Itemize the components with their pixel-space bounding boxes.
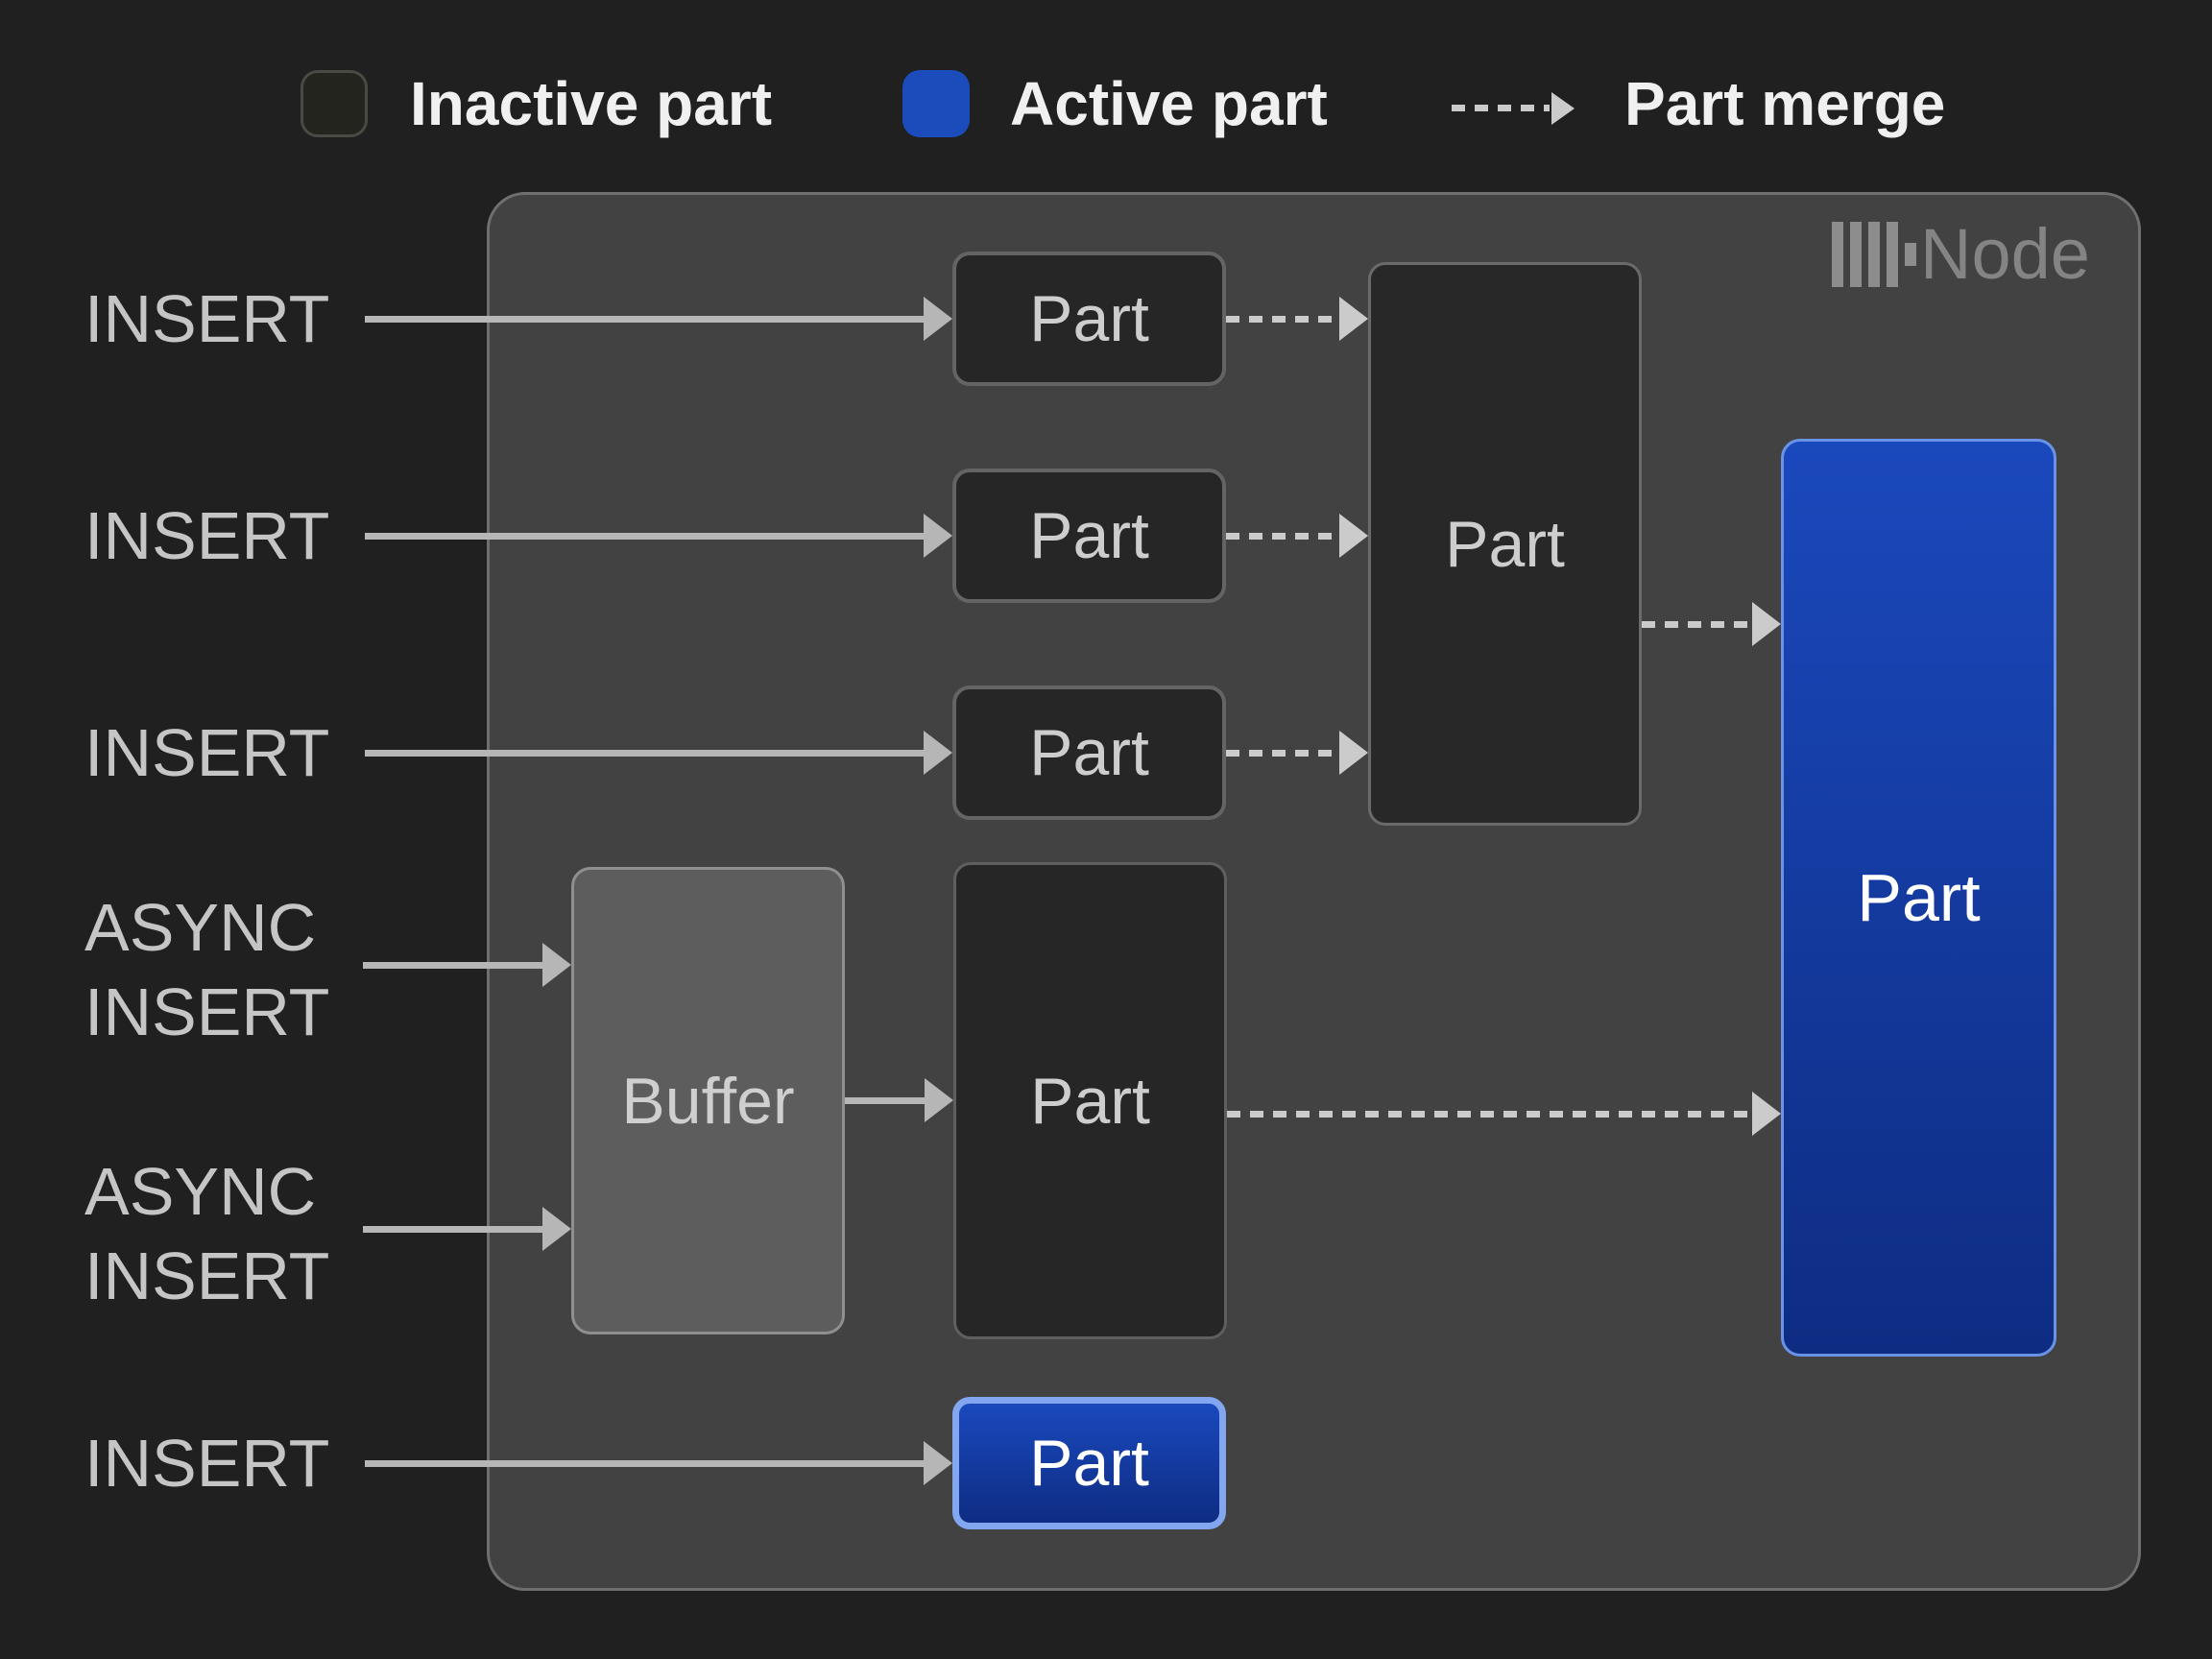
insert-arrow-4-head — [924, 1441, 952, 1485]
inactive-part-box-1: Part — [952, 252, 1226, 386]
insert-arrow-3 — [365, 750, 924, 757]
part-box-label: Part — [1445, 507, 1565, 581]
buffer-to-part-arrow — [845, 1097, 925, 1104]
insert-label-3: INSERT — [84, 715, 330, 790]
buffered-part-merge-arrow-head — [1752, 1092, 1781, 1136]
logo-bar — [1850, 222, 1862, 287]
merged-part-box: Part — [1368, 262, 1642, 826]
insert-arrow-4 — [365, 1460, 924, 1467]
merge-to-active-arrow-head — [1752, 602, 1781, 646]
legend-active-label: Active part — [1010, 69, 1328, 138]
part-box-label: Part — [1029, 1427, 1149, 1500]
buffer-box-label: Buffer — [621, 1064, 795, 1138]
inactive-part-box-3: Part — [952, 685, 1226, 820]
part-box-label: Part — [1030, 1064, 1150, 1138]
node-title: Node — [1920, 214, 2090, 294]
part-box-label: Part — [1029, 716, 1149, 789]
legend-inactive-label: Inactive part — [410, 69, 773, 138]
logo-bar — [1868, 222, 1880, 287]
buffer-to-part-arrow-head — [925, 1078, 953, 1122]
logo-bar-short — [1905, 243, 1916, 266]
insert-arrow-1 — [365, 316, 924, 323]
insert-label-2: INSERT — [84, 498, 330, 573]
inactive-part-box-2: Part — [952, 469, 1226, 603]
async-insert-label-1: ASYNC INSERT — [84, 890, 330, 1049]
dashed-arrow-head-icon — [1551, 92, 1575, 125]
part-merge-arrow-3 — [1226, 750, 1339, 757]
logo-bar — [1832, 222, 1843, 287]
async-insert-arrow-2-head — [542, 1207, 571, 1251]
part-box-label: Part — [1029, 282, 1149, 355]
part-merge-arrow-3-head — [1339, 731, 1368, 775]
buffered-part-merge-arrow — [1227, 1111, 1752, 1118]
async-insert-arrow-2 — [363, 1226, 542, 1233]
buffer-box: Buffer — [571, 867, 845, 1334]
async-insert-arrow-1-head — [542, 943, 571, 987]
part-merge-arrow-2 — [1226, 533, 1339, 540]
part-merge-arrow-1-head — [1339, 297, 1368, 341]
async-insert-label-2: ASYNC INSERT — [84, 1154, 330, 1313]
part-merge-arrow-2-head — [1339, 514, 1368, 558]
insert-arrow-1-head — [924, 297, 952, 341]
active-part-box-large: Part — [1781, 439, 2056, 1357]
legend-merge-label: Part merge — [1624, 69, 1946, 138]
insert-arrow-2 — [365, 533, 924, 540]
insert-arrow-2-head — [924, 514, 952, 558]
buffered-part-box: Part — [953, 862, 1227, 1339]
insert-label-1: INSERT — [84, 281, 330, 356]
insert-label-4: INSERT — [84, 1426, 330, 1501]
part-box-label: Part — [1029, 499, 1149, 572]
active-part-swatch — [902, 70, 970, 137]
insert-arrow-3-head — [924, 731, 952, 775]
part-box-label: Part — [1857, 860, 1981, 935]
dashed-arrow-icon — [1452, 105, 1550, 111]
part-merge-arrow-1 — [1226, 316, 1339, 323]
merge-to-active-arrow — [1642, 621, 1752, 628]
active-part-box-small: Part — [952, 1397, 1226, 1529]
inactive-part-swatch — [301, 70, 368, 137]
async-insert-arrow-1 — [363, 962, 542, 969]
logo-bar — [1887, 222, 1898, 287]
clickhouse-logo-icon — [1832, 219, 1923, 290]
